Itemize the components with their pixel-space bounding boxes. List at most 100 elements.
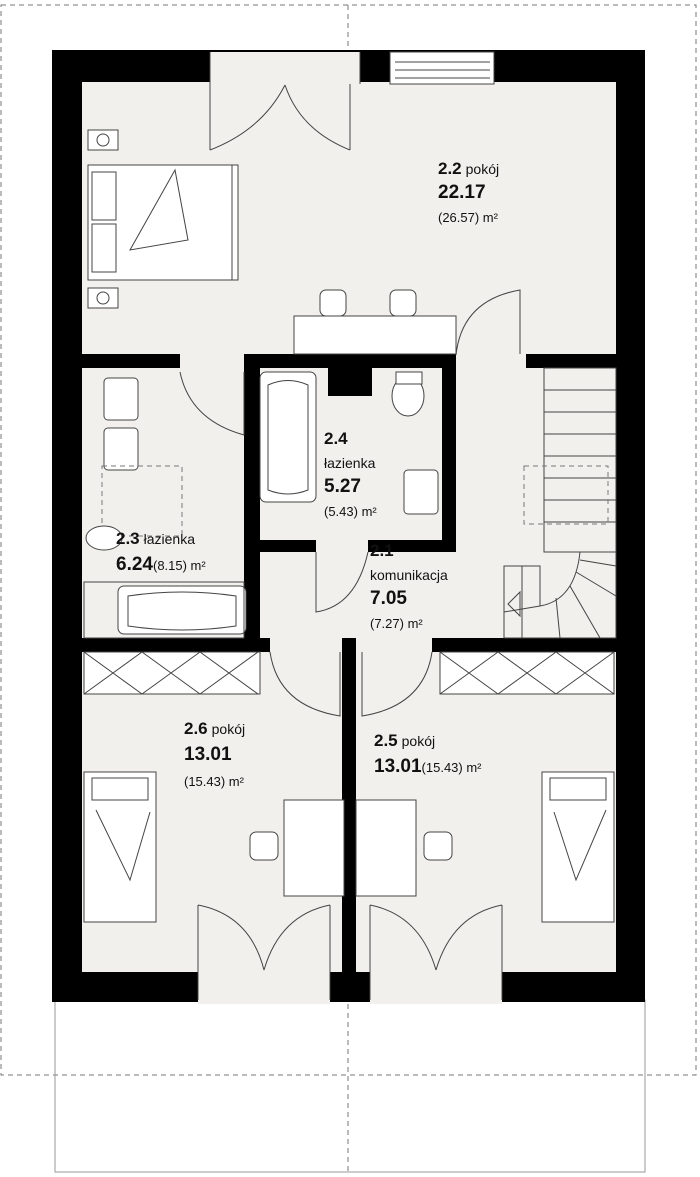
pillow <box>91 171 117 221</box>
room-area: 5.27 <box>324 476 361 497</box>
room-area: 7.05 <box>370 588 407 609</box>
room-number: 2.2 <box>438 159 462 178</box>
door-opening-hall <box>456 350 526 372</box>
bathtub-icon <box>117 585 247 635</box>
nightstand <box>87 129 119 151</box>
stair-step <box>575 571 617 597</box>
chair-icon <box>249 831 279 861</box>
washbasin-icon <box>103 427 139 471</box>
balcony-door-top <box>210 52 360 84</box>
bathtub-basin <box>127 591 237 631</box>
door-opening-2-3 <box>180 350 244 372</box>
chair-icon <box>423 831 453 861</box>
stair-step <box>569 585 601 639</box>
wardrobe <box>83 651 261 695</box>
cabinet-dashed <box>101 465 183 537</box>
bed-frame <box>541 771 615 923</box>
ventilation-shaft <box>328 368 372 396</box>
room-area: 22.17 <box>438 182 486 203</box>
svg-text:6.24(8.15) m²: 6.24(8.15) m² <box>116 554 206 575</box>
bathroom-2-4-fixtures <box>259 368 439 515</box>
room-total-area: (15.43) m² <box>184 774 245 789</box>
stair-direction-arrow <box>507 590 521 618</box>
room-floor-2-1-upper <box>456 368 616 552</box>
desk-2-6 <box>249 799 345 897</box>
door-swing-bottom-right <box>369 904 503 971</box>
door-swing-2-6 <box>269 651 341 717</box>
room-number: 2.1 <box>370 541 394 560</box>
staircase <box>503 367 617 639</box>
stair-step <box>579 559 617 567</box>
desk-2-5 <box>355 799 453 897</box>
room-name: łazienka <box>144 531 196 547</box>
desk <box>355 799 417 897</box>
door-opening-2-4 <box>316 536 368 556</box>
room-label-2-4: 2.4 łazienka 5.27 (5.43) m² <box>324 429 377 519</box>
balcony-door-bottom-left <box>198 968 330 1004</box>
room-name: łazienka <box>324 455 376 471</box>
room-number: 2.6 <box>184 719 208 738</box>
toilet-icon <box>85 525 123 551</box>
washbasin-icon <box>403 469 439 515</box>
bed-cover-fold <box>553 809 607 882</box>
bath-area <box>83 581 245 639</box>
door-swing-top-left <box>209 84 286 151</box>
door-opening-2-6 <box>270 636 342 656</box>
lamp-icon <box>96 133 110 147</box>
bed-cover-fold <box>95 809 151 882</box>
room-area: 6.24 <box>116 554 153 575</box>
room-total-area: (7.27) m² <box>370 616 423 631</box>
lamp-icon <box>96 291 110 305</box>
nightstand <box>87 287 119 309</box>
door-swing-2-5 <box>361 651 433 717</box>
wardrobe-cross <box>83 651 259 695</box>
stair-window-dashed <box>523 465 609 525</box>
pillow <box>91 777 149 801</box>
chair-icon <box>319 289 347 317</box>
desk <box>283 799 345 897</box>
washbasin-icon <box>103 377 139 421</box>
double-bed-2-2 <box>87 129 239 309</box>
room-area: 13.01 <box>374 756 422 777</box>
balcony-door-bottom-right <box>370 968 502 1004</box>
door-swing-top-right <box>284 84 351 151</box>
svg-text:13.01(15.43) m²: 13.01(15.43) m² <box>374 756 482 777</box>
door-swing-2-4 <box>315 551 369 613</box>
room-total-area: (8.15) m² <box>153 558 206 573</box>
door-frame-bottom-right <box>369 905 503 1000</box>
room-total-area: (15.43) m² <box>422 760 483 775</box>
room-label-2-1: 2.1 komunikacja 7.05 (7.27) m² <box>370 541 448 631</box>
desk <box>293 315 457 355</box>
single-bed-2-5 <box>541 771 615 923</box>
desk-2-2 <box>293 289 457 355</box>
bed-cover-fold <box>129 168 189 251</box>
room-total-area: (26.57) m² <box>438 210 499 225</box>
room-name: pokój <box>212 721 245 737</box>
room-name: pokój <box>466 161 499 177</box>
stair-step <box>555 597 561 639</box>
room-area: 13.01 <box>184 744 232 765</box>
bed-frame <box>87 164 239 281</box>
wardrobe-2-6 <box>83 651 261 695</box>
pillow <box>549 777 607 801</box>
pillow <box>91 223 117 273</box>
door-swing-bottom-left <box>197 904 331 971</box>
room-number: 2.3 <box>116 529 140 548</box>
door-frame-bottom-left <box>197 905 331 1000</box>
roof-window-top <box>389 51 495 85</box>
room-name: pokój <box>402 733 435 749</box>
room-floor-2-1-lower <box>260 552 616 638</box>
wardrobe-cross <box>439 651 615 695</box>
stair-winder <box>503 551 617 639</box>
door-swing-2-3 <box>179 371 245 436</box>
chair-icon <box>389 289 417 317</box>
wardrobe-2-5 <box>439 651 615 695</box>
